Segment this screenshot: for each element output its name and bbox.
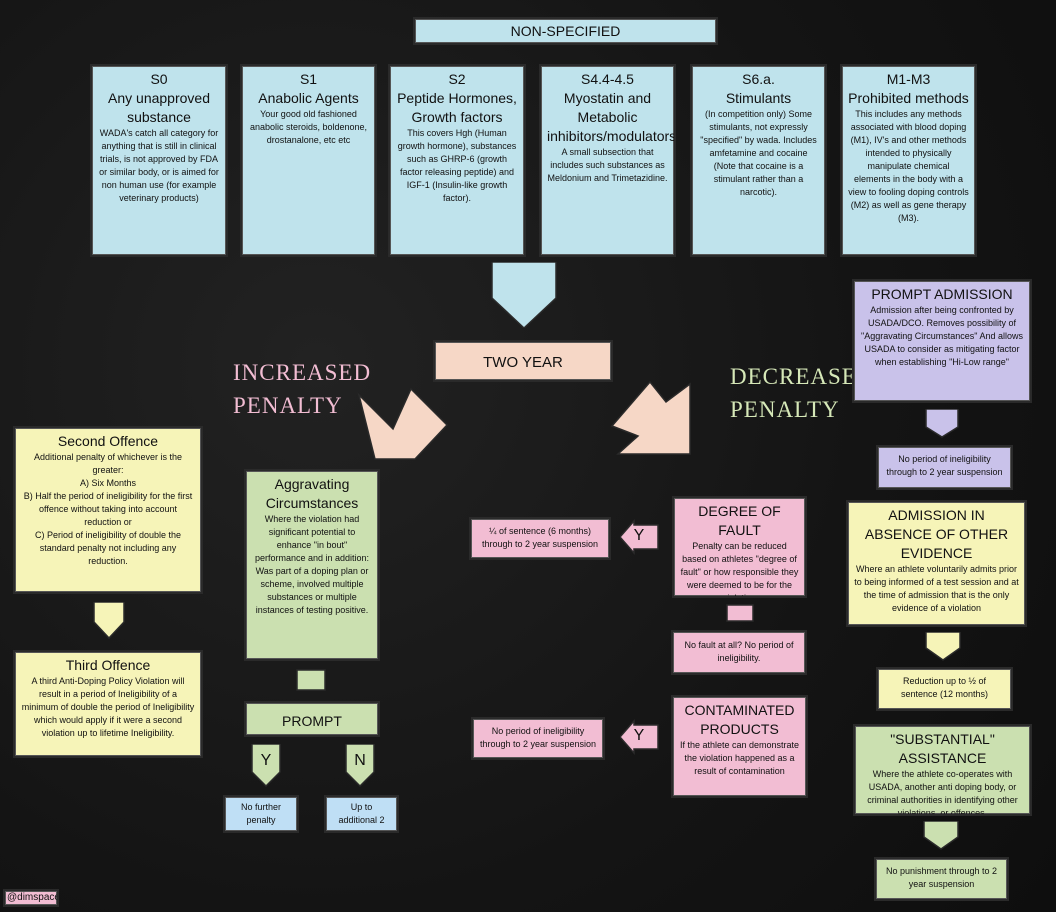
- down-arrow-icon: [925, 409, 959, 438]
- down-right-arrow-icon: [610, 380, 691, 455]
- prompt-admission-desc: Admission after being confronted by USAD…: [861, 305, 1023, 367]
- prompt-admission-title: PROMPT ADMISSION: [871, 286, 1013, 302]
- left-arrow-icon: [620, 719, 659, 755]
- yes-label: Y: [633, 727, 645, 744]
- category-m1-m3: M1-M3 Prohibited methods This includes a…: [840, 64, 977, 257]
- substantial-title: "SUBSTANTIAL" ASSISTANCE: [890, 731, 995, 766]
- prompt-admission-result: No period of ineligibility through to 2 …: [876, 445, 1013, 490]
- down-arrow-icon: [345, 744, 375, 788]
- increased-label-line1: INCREASED: [233, 360, 372, 385]
- additional-two-years: Up to additional 2 years: [324, 795, 399, 833]
- left-arrow-icon: [620, 519, 659, 555]
- down-arrow-icon: [726, 604, 754, 622]
- aggravating-circumstances: Aggravating Circumstances Where the viol…: [244, 469, 380, 661]
- substantial-desc: Where the athlete co-operates with USADA…: [867, 769, 1018, 816]
- category-code: S6.a.: [742, 71, 775, 87]
- decreased-penalty-label: DECREASED PENALTY: [730, 360, 875, 426]
- quarter-sentence-result: ¼ of sentence (6 months) through to 2 ye…: [469, 517, 611, 560]
- category-desc: This covers Hgh (Human growth hormone), …: [397, 128, 517, 203]
- category-code: M1-M3: [886, 71, 931, 87]
- contaminated-products: CONTAMINATED PRODUCTS If the athlete can…: [671, 695, 808, 798]
- third-offence: Third Offence A third Anti-Doping Policy…: [13, 650, 203, 758]
- prompt-admission: PROMPT ADMISSION Admission after being c…: [852, 279, 1032, 403]
- category-name: Peptide Hormones, Growth factors: [397, 90, 517, 125]
- no-label: N: [354, 752, 366, 769]
- down-arrow-icon: [491, 262, 557, 328]
- substantial-result: No punishment through to 2 year suspensi…: [874, 857, 1009, 901]
- category-s6a: S6.a. Stimulants (In competition only) S…: [690, 64, 827, 257]
- admission-absence-evidence: ADMISSION IN ABSENCE OF OTHER EVIDENCE W…: [846, 500, 1027, 627]
- second-offence-line: A) Six Months: [79, 478, 137, 488]
- category-desc: This includes any methods associated wit…: [848, 109, 969, 223]
- contaminated-title: CONTAMINATED PRODUCTS: [684, 702, 795, 737]
- second-offence: Second Offence Additional penalty of whi…: [13, 426, 203, 594]
- second-offence-line: Additional penalty of whichever is the g…: [33, 452, 183, 475]
- absence-title: ADMISSION IN ABSENCE OF OTHER EVIDENCE: [864, 507, 1009, 561]
- category-s0: S0 Any unapproved substance WADA's catch…: [90, 64, 228, 257]
- page-title: NON-SPECIFIED SUBSTANCES/PROHIBITED METH…: [413, 17, 718, 45]
- two-year-suspension: TWO YEAR SUSPENSION: [433, 340, 613, 382]
- yes-label: Y: [260, 752, 272, 769]
- second-offence-title: Second Offence: [57, 433, 159, 449]
- aggravating-title: Aggravating Circumstances: [265, 476, 359, 511]
- no-fault-result: No fault at all? No period of ineligibil…: [671, 630, 807, 675]
- second-offence-line: C) Period of ineligibility of double the…: [34, 530, 182, 566]
- category-s4: S4.4-4.5 Myostatin and Metabolic inhibit…: [539, 64, 676, 257]
- substantial-assistance: "SUBSTANTIAL" ASSISTANCE Where the athle…: [853, 724, 1032, 816]
- category-code: S2: [448, 71, 466, 87]
- category-name: Stimulants: [725, 90, 792, 106]
- degree-of-fault: DEGREE OF FAULT Penalty can be reduced b…: [672, 496, 807, 598]
- category-desc: Your good old fashioned anabolic steroid…: [249, 109, 368, 145]
- category-s2: S2 Peptide Hormones, Growth factors This…: [388, 64, 526, 257]
- aggravating-desc: Where the violation had significant pote…: [254, 514, 370, 615]
- no-further-penalty: No further penalty: [223, 795, 299, 833]
- prompt-admission-question: PROMPT ADMISSION?: [244, 701, 380, 737]
- absence-result: Reduction up to ½ of sentence (12 months…: [876, 667, 1013, 711]
- category-desc: (In competition only) Some stimulants, n…: [700, 109, 817, 197]
- contaminated-desc: If the athlete can demonstrate the viola…: [679, 740, 800, 776]
- absence-desc: Where an athlete voluntarily admits prio…: [854, 564, 1019, 613]
- category-code: S0: [150, 71, 168, 87]
- category-s1: S1 Anabolic Agents Your good old fashion…: [240, 64, 377, 257]
- contaminated-result: No period of ineligibility through to 2 …: [471, 717, 605, 760]
- yes-label: Y: [633, 527, 645, 544]
- down-left-arrow-icon: [357, 387, 449, 460]
- category-desc: WADA's catch all category for anything t…: [99, 128, 219, 203]
- fault-desc: Penalty can be reduced based on athletes…: [680, 541, 799, 598]
- third-offence-desc: A third Anti-Doping Policy Violation wil…: [21, 676, 195, 738]
- down-arrow-icon: [93, 602, 125, 640]
- category-name: Myostatin and Metabolic inhibitors/modul…: [547, 90, 676, 144]
- category-code: S1: [299, 71, 318, 87]
- down-arrow-icon: [296, 669, 326, 691]
- down-arrow-icon: [923, 821, 959, 850]
- category-name: Any unapproved substance: [108, 90, 210, 125]
- category-name: Prohibited methods: [848, 90, 969, 106]
- increased-penalty-label: INCREASED PENALTY: [233, 356, 371, 422]
- fault-title: DEGREE OF FAULT: [698, 503, 781, 538]
- category-name: Anabolic Agents: [258, 90, 359, 106]
- category-desc: A small subsection that includes such su…: [547, 147, 668, 183]
- credit-badge: @dimspace: [3, 889, 59, 907]
- third-offence-title: Third Offence: [65, 657, 151, 673]
- category-code: S4.4-4.5: [581, 71, 634, 87]
- decreased-label-line2: PENALTY: [730, 397, 840, 422]
- increased-label-line2: PENALTY: [233, 393, 343, 418]
- decreased-label-line1: DECREASED: [730, 364, 875, 389]
- second-offence-line: B) Half the period of ineligibility for …: [23, 491, 193, 527]
- down-arrow-icon: [925, 632, 961, 661]
- down-arrow-icon: [251, 744, 281, 788]
